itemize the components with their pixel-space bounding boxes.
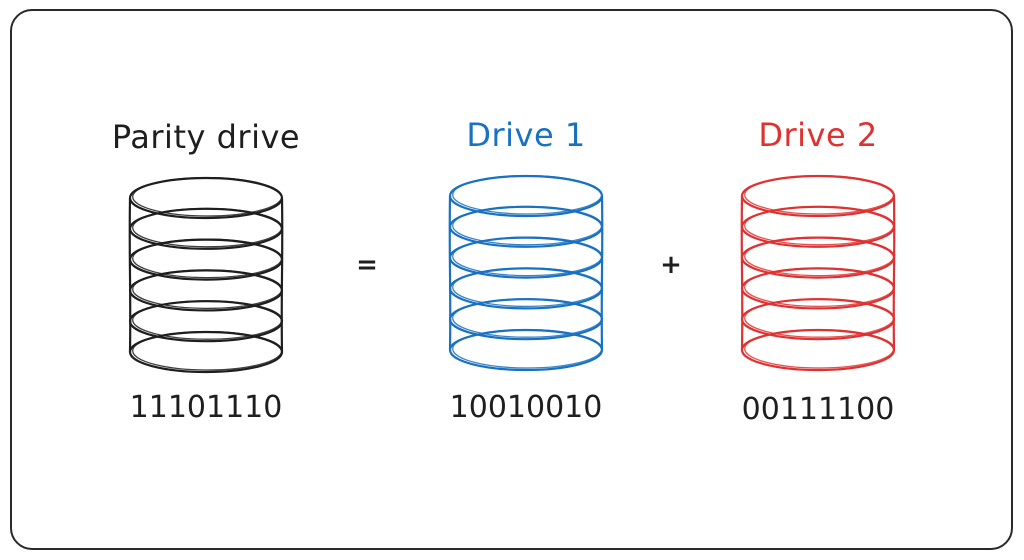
cylinder-platter-sketch bbox=[452, 328, 603, 369]
cylinder-left-wall bbox=[448, 194, 452, 352]
cylinder-left-wall bbox=[740, 194, 744, 352]
cylinder-platter-sketch bbox=[132, 207, 283, 248]
parity-drive-icon bbox=[128, 176, 284, 374]
drive1-bits: 10010010 bbox=[449, 390, 603, 425]
cylinder-platter-sketch bbox=[744, 236, 895, 277]
plus-operator: + bbox=[660, 250, 682, 280]
diagram-frame bbox=[10, 9, 1013, 550]
cylinder-platter-sketch bbox=[132, 269, 283, 310]
drive1-group: Drive 1 10010010 bbox=[416, 116, 636, 436]
cylinder-platter-sketch bbox=[744, 267, 895, 308]
cylinder-platter-sketch bbox=[132, 300, 283, 340]
parity-drive-bits: 11101110 bbox=[129, 390, 283, 425]
drive2-icon bbox=[740, 174, 896, 372]
parity-drive-title: Parity drive bbox=[111, 118, 301, 156]
drive1-title: Drive 1 bbox=[466, 116, 586, 154]
cylinder-platter-sketch bbox=[744, 328, 895, 369]
cylinder-platter-sketch bbox=[132, 176, 283, 217]
cylinder-platter-sketch bbox=[452, 236, 603, 277]
cylinder-platter-sketch bbox=[452, 174, 603, 215]
cylinder-platter-sketch bbox=[452, 298, 603, 338]
cylinder-platter-sketch bbox=[452, 267, 603, 308]
drive2-bits: 00111100 bbox=[741, 392, 895, 427]
cylinder-right-wall bbox=[600, 194, 604, 352]
cylinder-right-wall bbox=[280, 196, 284, 354]
cylinder-platter-sketch bbox=[452, 205, 603, 246]
drive2-title: Drive 2 bbox=[758, 116, 878, 154]
cylinder-right-wall bbox=[892, 194, 896, 352]
cylinder-platter-sketch bbox=[132, 238, 283, 279]
cylinder-platter-sketch bbox=[744, 205, 895, 246]
parity-drive-group: Parity drive 11101110 bbox=[96, 118, 316, 438]
cylinder-platter-sketch bbox=[744, 298, 895, 338]
equals-operator: = bbox=[356, 250, 378, 280]
drive2-group: Drive 2 00111100 bbox=[708, 116, 928, 436]
cylinder-left-wall bbox=[128, 196, 132, 354]
cylinder-platter-sketch bbox=[744, 174, 895, 215]
cylinder-platter-sketch bbox=[132, 330, 283, 371]
drive1-icon bbox=[448, 174, 604, 372]
